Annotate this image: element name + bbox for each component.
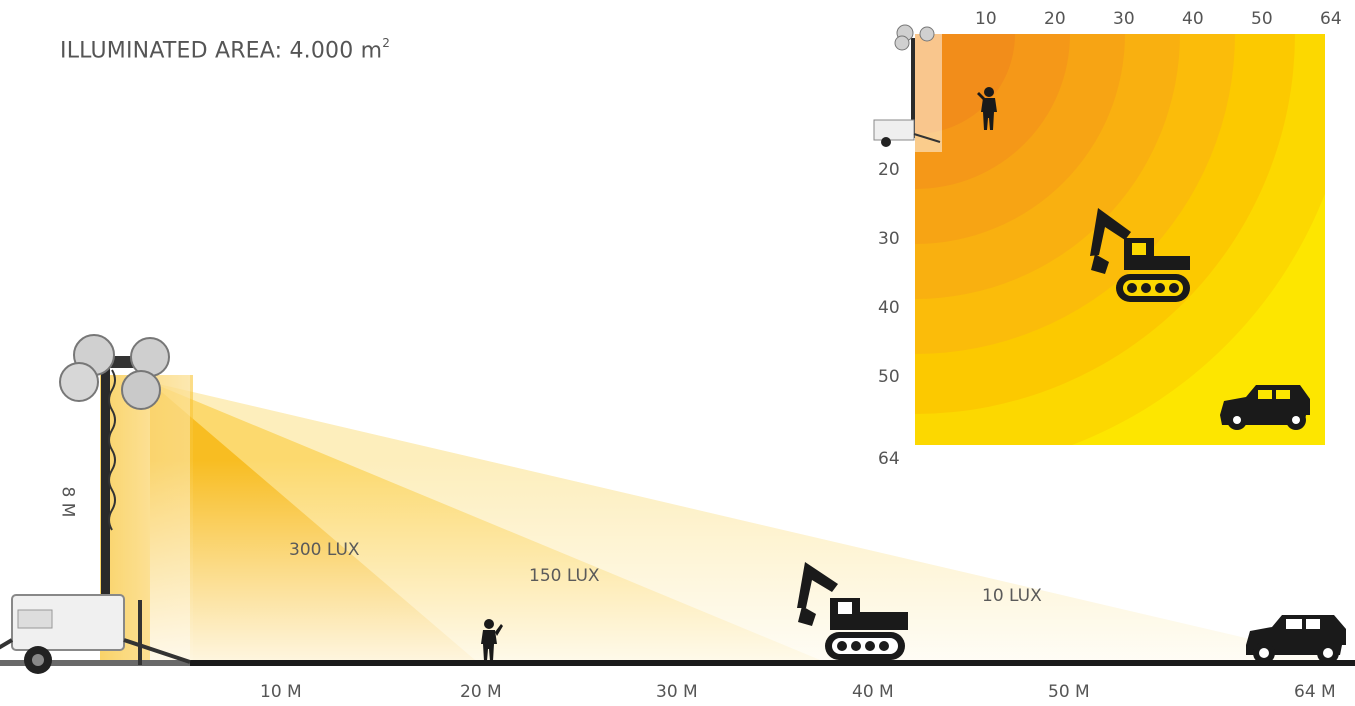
distance-label-30m: 30 M <box>656 682 698 702</box>
ground-fade <box>150 460 1350 660</box>
person-top-icon <box>977 87 997 130</box>
page-title: ILLUMINATED AREA: 4.000 m2 <box>60 36 391 64</box>
car-icon <box>1246 615 1346 664</box>
distance-label-40m: 40 M <box>852 682 894 702</box>
top-x-tick-20: 20 <box>1044 9 1066 29</box>
distance-label-10m: 10 M <box>260 682 302 702</box>
side-view <box>0 315 1355 674</box>
top-y-tick-30: 30 <box>878 229 900 249</box>
zone-label-150-lux: 150 LUX <box>529 566 600 586</box>
person-icon <box>481 619 503 661</box>
light-tower-thumbnail-icon <box>870 20 942 152</box>
excavator-icon <box>797 562 908 660</box>
distance-label-20m: 20 M <box>460 682 502 702</box>
distance-label-64m: 64 M <box>1294 682 1336 702</box>
ground-line <box>0 660 1355 666</box>
distance-label-50m: 50 M <box>1048 682 1090 702</box>
top-x-tick-50: 50 <box>1251 9 1273 29</box>
height-label: 8 M <box>57 486 78 518</box>
car-top-icon <box>1220 385 1310 430</box>
zone-label-300-lux: 300 LUX <box>289 540 360 560</box>
zone-label-10-lux: 10 LUX <box>982 586 1042 606</box>
top-x-tick-10: 10 <box>975 9 997 29</box>
top-x-tick-40: 40 <box>1182 9 1204 29</box>
top-x-tick-64: 64 <box>1320 9 1342 29</box>
top-y-tick-64: 64 <box>878 449 900 469</box>
top-x-tick-30: 30 <box>1113 9 1135 29</box>
light-tower-icon <box>0 315 191 674</box>
top-y-tick-50: 50 <box>878 367 900 387</box>
top-y-tick-20: 20 <box>878 160 900 180</box>
top-y-tick-40: 40 <box>878 298 900 318</box>
excavator-top-icon <box>1090 208 1190 302</box>
top-view <box>870 20 1325 445</box>
